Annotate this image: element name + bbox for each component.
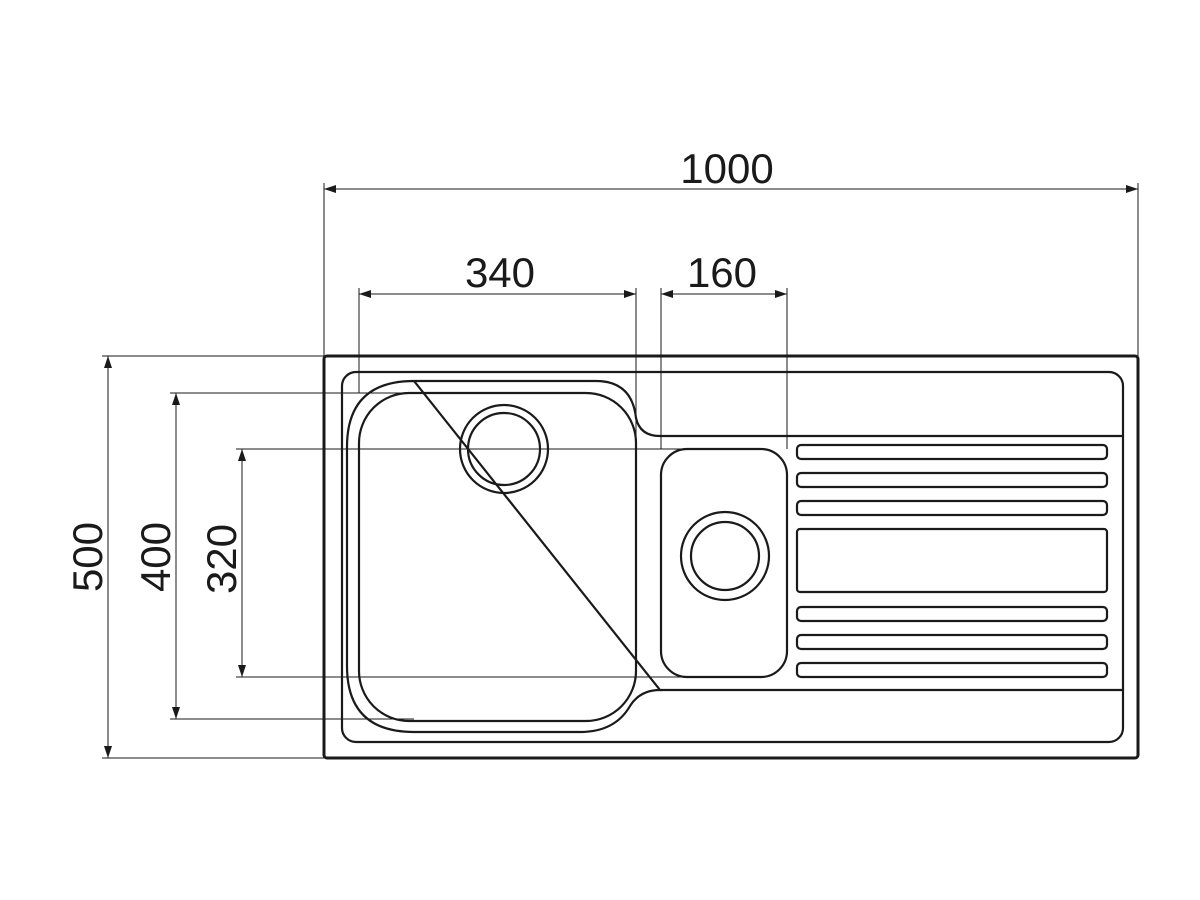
large-bowl-basin [357, 391, 638, 723]
small-bowl-drain-outer [679, 510, 771, 602]
dimension-overall-width: 1000 [323, 145, 1139, 356]
drainboard-groove [795, 499, 1109, 517]
drainboard-groove [795, 471, 1109, 489]
dimension-large-bowl-depth: 400 [132, 392, 414, 720]
dimension-small-bowl-width: 160 [660, 249, 788, 449]
arrowhead [661, 290, 673, 298]
drainboard-groove [795, 661, 1109, 679]
small-bowl [659, 447, 789, 679]
dimension-label-large-bowl-width: 340 [465, 249, 535, 296]
arrowhead [238, 665, 246, 677]
drainboard-groove [795, 605, 1109, 623]
dimension-label-small-bowl-width: 160 [687, 249, 757, 296]
arrowhead [172, 707, 180, 719]
arrowhead [1126, 185, 1138, 193]
drainboard-groove [795, 633, 1109, 651]
sink-outer-frame [322, 354, 1140, 760]
arrowhead [104, 356, 112, 368]
arrowhead [324, 185, 336, 193]
dimension-overall-depth: 500 [64, 355, 324, 759]
dimension-label-overall-depth: 500 [64, 522, 111, 592]
dimension-label-overall-width: 1000 [680, 145, 773, 192]
dimension-label-small-bowl-depth: 320 [198, 524, 245, 594]
arrowhead [104, 746, 112, 758]
arrowhead [238, 449, 246, 461]
dimension-small-bowl-depth: 320 [198, 448, 686, 678]
drainboard-groove [795, 443, 1109, 461]
small-bowl-basin [659, 447, 789, 679]
arrowhead [359, 290, 371, 298]
dimension-label-large-bowl-depth: 400 [132, 522, 179, 592]
sink-outline [322, 354, 1140, 760]
arrowhead [172, 393, 180, 405]
dimension-large-bowl-width: 340 [358, 249, 637, 436]
sink-inner-rim [340, 370, 1125, 744]
drainboard [795, 443, 1109, 679]
small-bowl-drain-inner [689, 520, 761, 592]
drainboard-recess [795, 527, 1109, 594]
large-bowl [345, 379, 1123, 734]
arrowhead [624, 290, 636, 298]
arrowhead [775, 290, 787, 298]
